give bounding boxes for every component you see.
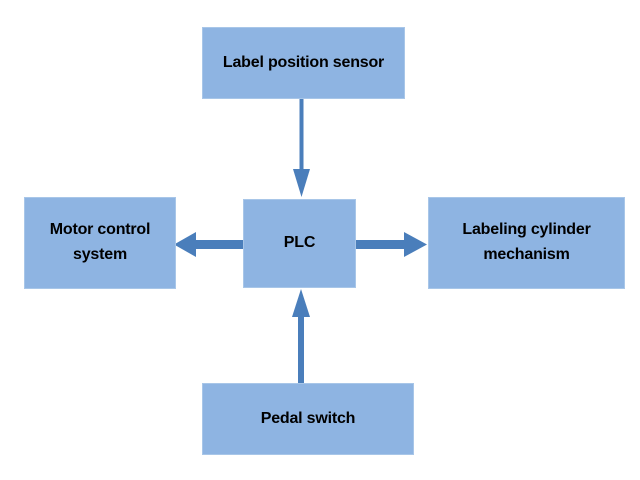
arrow-plc-to-motor: [174, 232, 244, 257]
arrow-pedal-to-plc: [292, 289, 310, 383]
node-label: Motor control system: [49, 221, 151, 263]
node-pedal-switch[interactable]: Pedal switch: [202, 383, 414, 455]
node-label: Label position sensor: [222, 53, 385, 71]
node-label: Pedal switch: [260, 409, 356, 427]
node-plc[interactable]: PLC: [243, 199, 356, 288]
node-label: Labeling cylinder mechanism: [462, 221, 591, 263]
arrow-plc-to-cylinder: [356, 232, 427, 257]
node-label-position-sensor[interactable]: Label position sensor: [202, 27, 405, 99]
node-motor-control-system[interactable]: Motor control system: [24, 197, 176, 289]
arrow-sensor-to-plc: [293, 99, 310, 197]
node-labeling-cylinder-mechanism[interactable]: Labeling cylinder mechanism: [428, 197, 625, 289]
node-label: PLC: [283, 234, 316, 252]
